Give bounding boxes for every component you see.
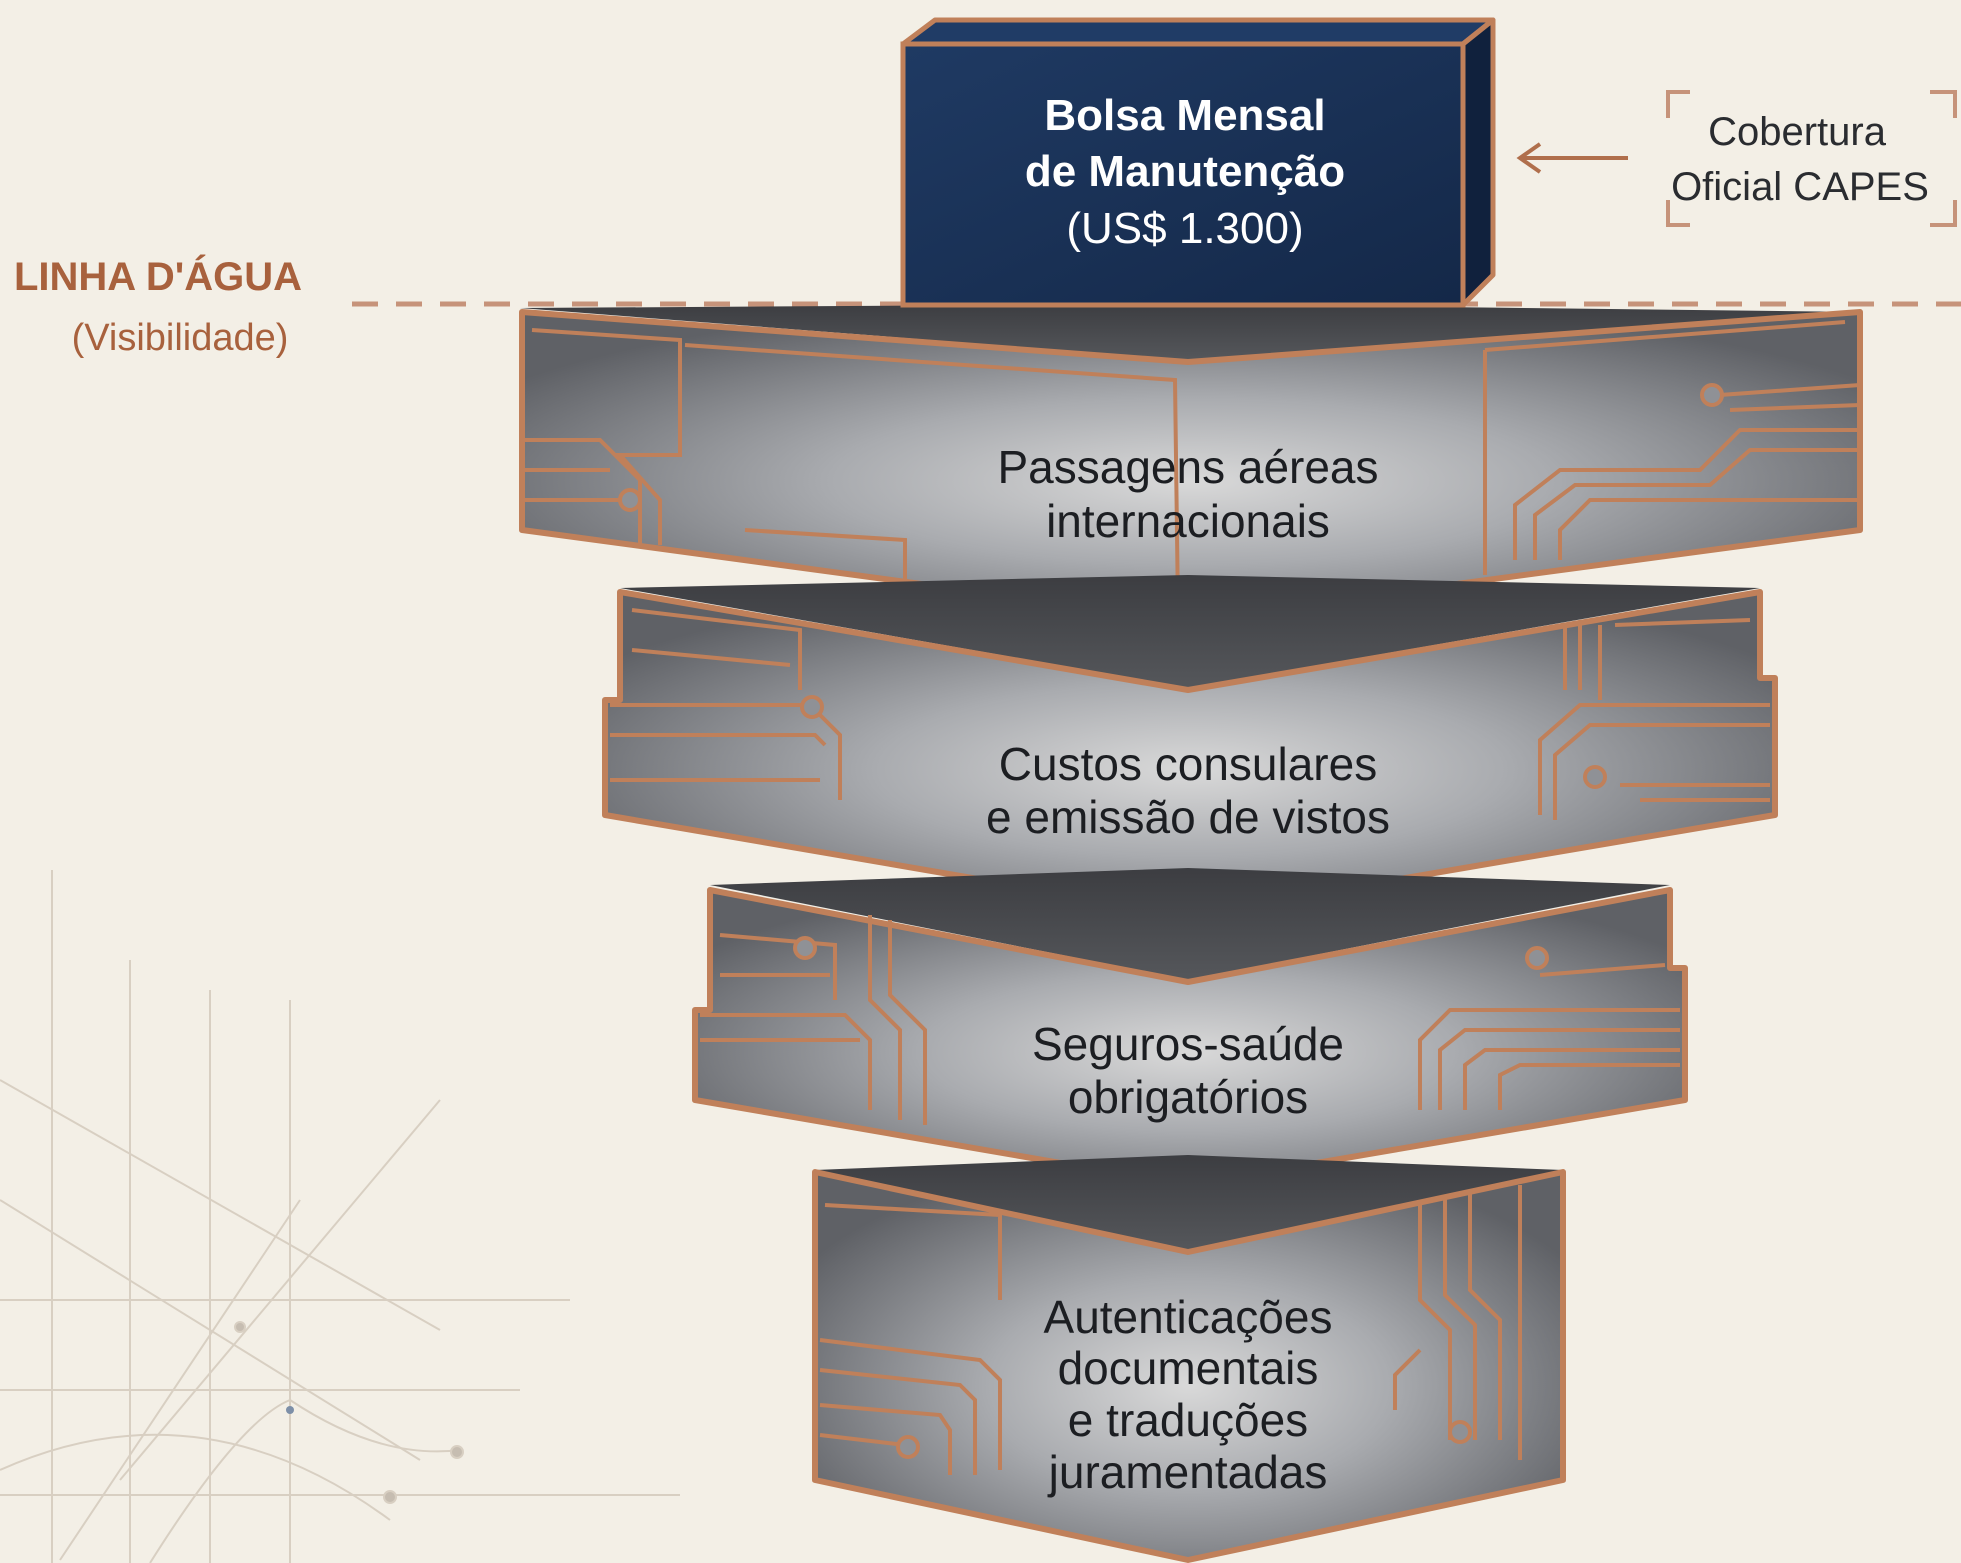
block-passagens-label-1: Passagens aéreas [997, 441, 1378, 493]
block-seguros-label-2: obrigatórios [1068, 1071, 1308, 1123]
waterline-subtitle: (Visibilidade) [72, 317, 289, 359]
decorative-network [0, 870, 680, 1563]
block-passagens: Passagens aéreas internacionais [519, 304, 1863, 623]
block-seguros: Seguros-saúde obrigatórios [692, 868, 1688, 1188]
top-block-line-1: Bolsa Mensal [1044, 91, 1325, 140]
block-consulares: Custos consulares e emissão de vistos [602, 575, 1778, 918]
block-autenticacoes-label-2: documentais [1058, 1342, 1319, 1394]
block-seguros-label-1: Seguros-saúde [1032, 1018, 1344, 1070]
coverage-note-line-2: Oficial CAPES [1671, 165, 1929, 209]
block-consulares-label-1: Custos consulares [999, 738, 1377, 790]
top-block-bolsa: Bolsa Mensal de Manutenção (US$ 1.300) [900, 17, 1496, 308]
block-autenticacoes-label-1: Autenticações [1044, 1291, 1333, 1343]
coverage-arrow [1516, 142, 1628, 174]
block-passagens-label-2: internacionais [1046, 495, 1330, 547]
coverage-note-line-1: Cobertura [1708, 110, 1887, 154]
block-autenticacoes-label-3: e traduções [1068, 1394, 1308, 1446]
coverage-bracket [1666, 90, 1957, 227]
block-consulares-label-2: e emissão de vistos [986, 791, 1390, 843]
block-autenticacoes: Autenticações documentais e traduções ju… [812, 1155, 1566, 1563]
top-block-line-2: de Manutenção [1025, 147, 1345, 196]
block-autenticacoes-label-4: juramentadas [1047, 1446, 1328, 1498]
top-block-line-3: (US$ 1.300) [1066, 204, 1303, 253]
waterline-title: LINHA D'ÁGUA [14, 254, 302, 299]
